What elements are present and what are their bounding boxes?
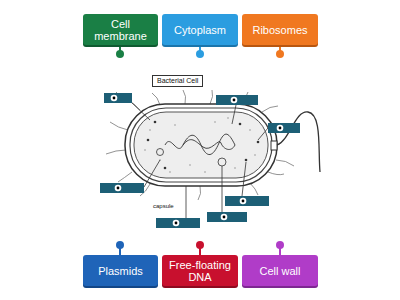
tile-text: Cell membrane bbox=[87, 18, 154, 42]
title-text: Bacterial Cell bbox=[157, 77, 198, 85]
part-label: capsule bbox=[152, 203, 175, 210]
label-tile: Free-floating DNA bbox=[162, 255, 238, 286]
label-tile: Cytoplasm bbox=[162, 14, 238, 45]
tile-text: Cell wall bbox=[260, 265, 301, 277]
tile-text: Cytoplasm bbox=[174, 24, 226, 36]
label-tile: Cell membrane bbox=[83, 14, 158, 45]
label-tile: Plasmids bbox=[83, 255, 158, 286]
label-tile: Ribosomes bbox=[242, 14, 318, 45]
tile-text: Free-floating DNA bbox=[166, 259, 234, 283]
title-box: Bacterial Cell bbox=[152, 75, 203, 87]
tile-text: Ribosomes bbox=[252, 24, 307, 36]
tile-text: Plasmids bbox=[98, 265, 143, 277]
label-tile: Cell wall bbox=[242, 255, 318, 286]
